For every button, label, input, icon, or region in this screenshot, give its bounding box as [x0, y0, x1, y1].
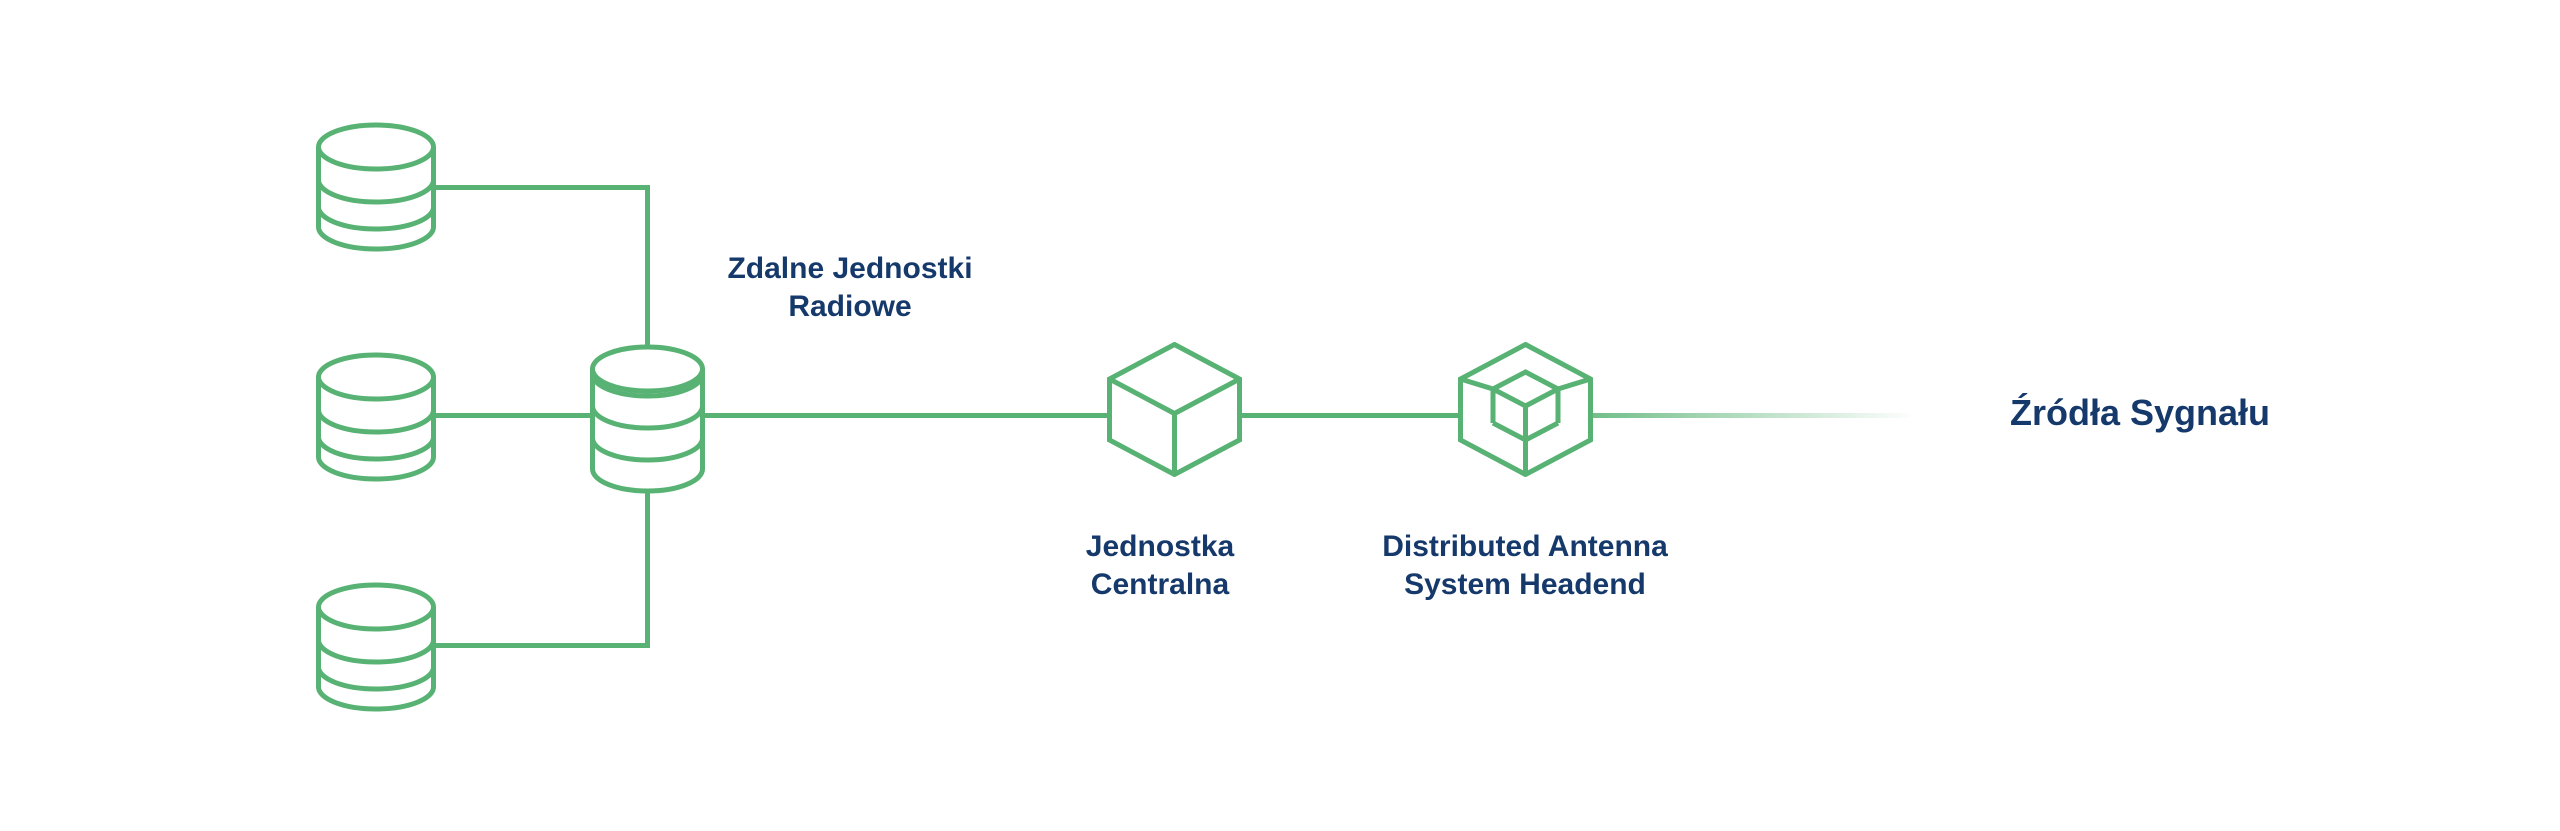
- das-headend-label-line2: System Headend: [1404, 568, 1646, 601]
- connector-top-vertical: [645, 185, 650, 352]
- remote-radio-units-label: Zdalne Jednostki Radiowe: [727, 250, 972, 326]
- das-headend-label: Distributed Antenna System Headend: [1382, 528, 1668, 604]
- database-icon: [316, 352, 436, 482]
- database-icon: [316, 582, 436, 712]
- remote-radio-units-label-line1: Zdalne Jednostki: [727, 252, 973, 285]
- cube-icon: [1107, 342, 1242, 477]
- database-icon: [590, 344, 705, 494]
- connector-bottom-horizontal: [430, 643, 650, 648]
- connector-top-horizontal: [430, 185, 650, 190]
- central-unit-label-line2: Centralna: [1090, 568, 1230, 601]
- signal-sources-label: Źródła Sygnału: [2009, 392, 2271, 433]
- das-headend-label-line1: Distributed Antenna: [1382, 530, 1668, 563]
- database-icon: [316, 122, 436, 252]
- cube-in-cube-icon: [1458, 342, 1593, 477]
- remote-radio-units-label-line2: Radiowe: [788, 290, 912, 323]
- connector-bottom-vertical: [645, 488, 650, 648]
- central-unit-label-line1: Jednostka: [1085, 530, 1235, 563]
- central-unit-label: Jednostka Centralna: [1086, 528, 1234, 604]
